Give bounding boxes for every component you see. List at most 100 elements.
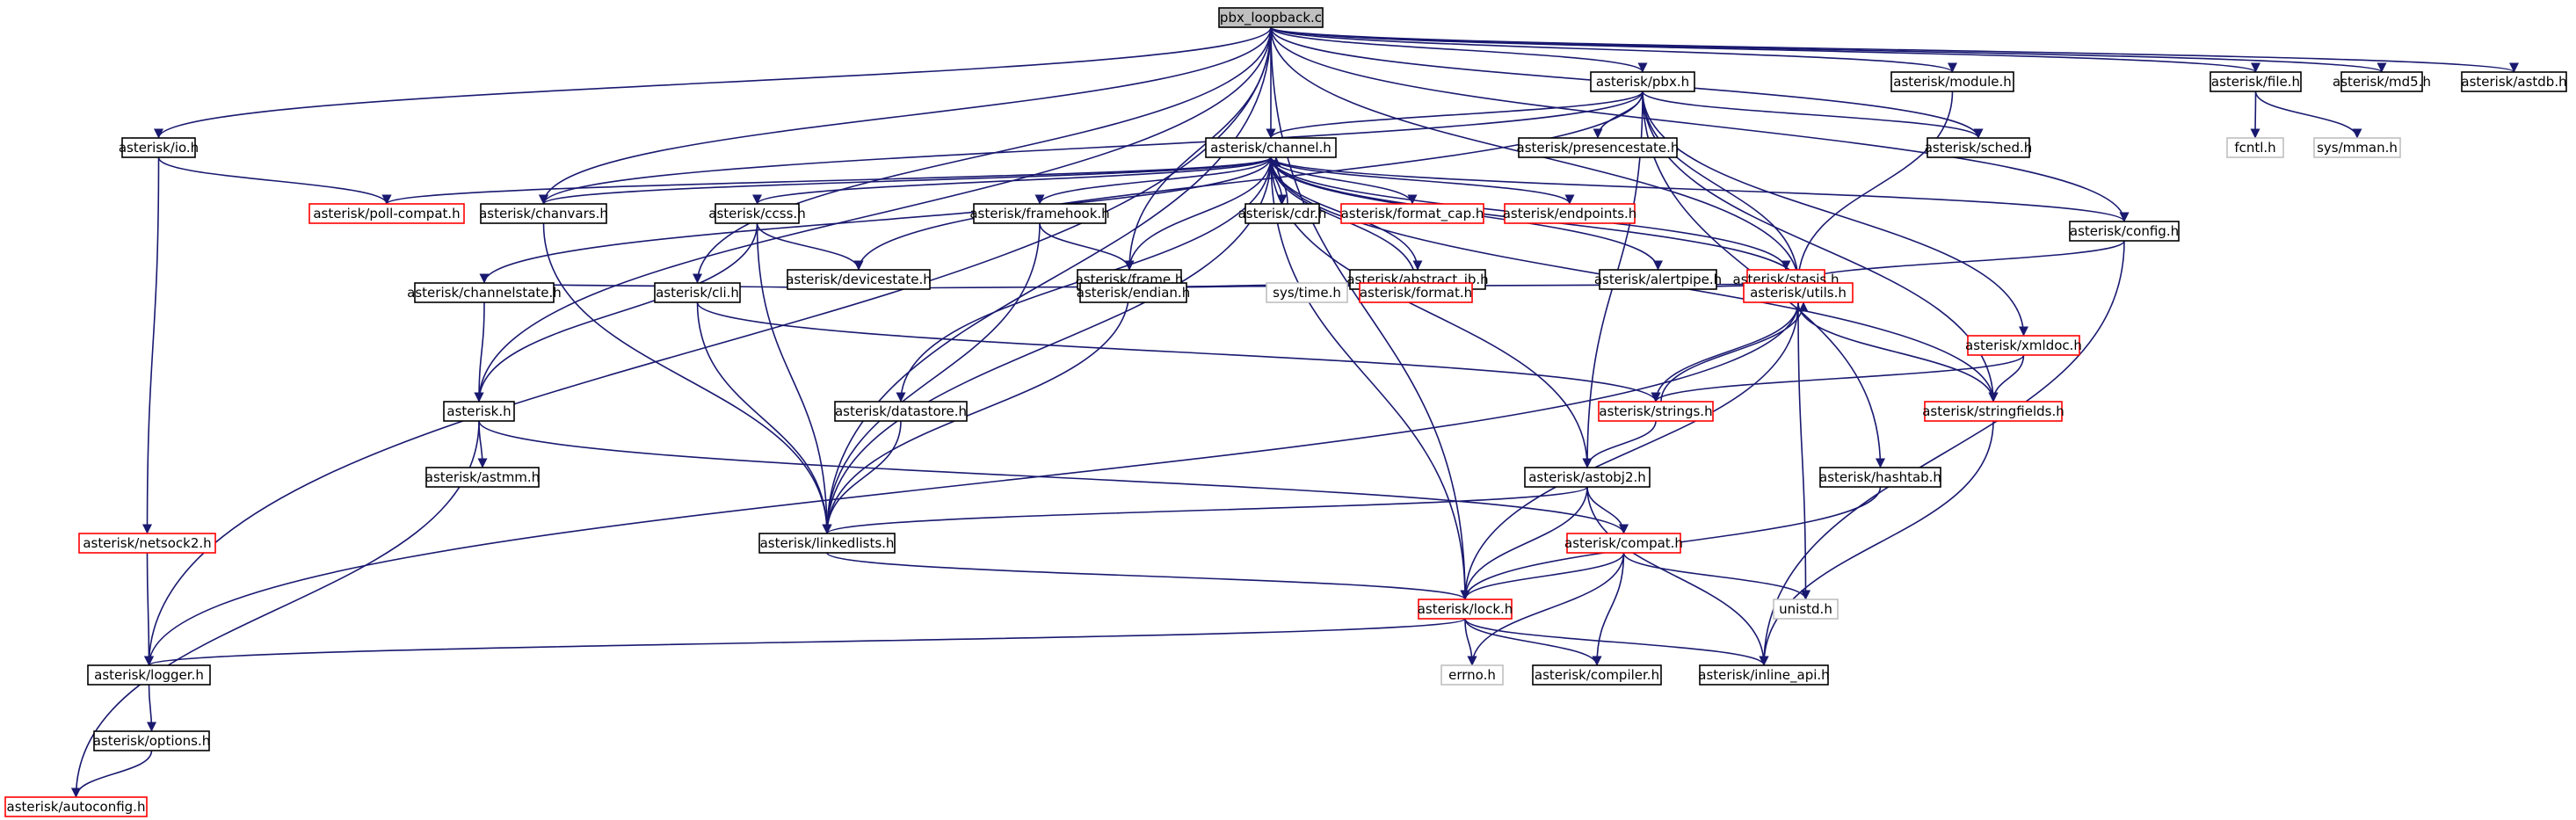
edge-astobj2-to-lock xyxy=(1460,486,1588,600)
node-datastore[interactable]: asterisk/datastore.h xyxy=(834,401,968,422)
node-netsock2[interactable]: asterisk/netsock2.h xyxy=(78,533,216,554)
node-label: asterisk/md5.h xyxy=(2333,74,2431,90)
edge-compat-to-errno xyxy=(1467,552,1625,666)
node-label: fcntl.h xyxy=(2234,140,2275,156)
edge-file-to-sysmman xyxy=(2254,91,2362,139)
edge-pbx_loopback-to-cli xyxy=(692,26,1272,284)
node-channel[interactable]: asterisk/channel.h xyxy=(1205,137,1337,158)
node-box xyxy=(1244,203,1320,224)
node-box xyxy=(425,467,540,488)
edge-pbx_loopback-to-chanvars xyxy=(538,26,1272,205)
node-asteriskh[interactable]: asterisk.h xyxy=(443,401,515,422)
node-format[interactable]: asterisk/format.h xyxy=(1359,282,1473,303)
node-label: asterisk/devicestate.h xyxy=(786,272,932,287)
node-md5[interactable]: asterisk/md5.h xyxy=(2333,71,2431,92)
node-astdb[interactable]: asterisk/astdb.h xyxy=(2461,71,2567,92)
edge-config-to-utils xyxy=(1793,240,2125,284)
node-cdr[interactable]: asterisk/cdr.h xyxy=(1238,203,1327,224)
node-logger[interactable]: asterisk/logger.h xyxy=(87,664,211,686)
node-stringfields[interactable]: asterisk/stringfields.h xyxy=(1922,401,2064,422)
node-sched[interactable]: asterisk/sched.h xyxy=(1925,137,2033,158)
edge-channel-to-endpoints xyxy=(1270,156,1575,205)
node-hashtab[interactable]: asterisk/hashtab.h xyxy=(1819,467,1941,488)
node-label: asterisk/alertpipe.h xyxy=(1594,272,1722,287)
edge-compat-to-lock xyxy=(1460,552,1625,600)
node-systime[interactable]: sys/time.h xyxy=(1266,282,1348,303)
node-xmldoc[interactable]: asterisk/xmldoc.h xyxy=(1965,335,2082,356)
edge-channel-to-lock xyxy=(1270,156,1470,600)
node-label: asterisk/linkedlists.h xyxy=(760,535,895,551)
node-compat[interactable]: asterisk/compat.h xyxy=(1564,533,1683,554)
node-file[interactable]: asterisk/file.h xyxy=(2210,71,2302,92)
node-chanvars[interactable]: asterisk/chanvars.h xyxy=(479,203,608,224)
node-label: asterisk.h xyxy=(446,403,511,419)
node-autoconfig[interactable]: asterisk/autoconfig.h xyxy=(4,796,148,817)
node-box xyxy=(443,401,515,422)
edge-cli-to-linkedlists xyxy=(696,301,832,534)
node-astmm[interactable]: asterisk/astmm.h xyxy=(425,467,540,488)
node-label: asterisk/strings.h xyxy=(1599,403,1712,419)
edge-compat-to-unistd xyxy=(1622,552,1811,600)
edge-channel-to-frame xyxy=(1124,156,1272,271)
node-box xyxy=(1599,269,1717,290)
edge-pbx_loopback-to-logger xyxy=(143,26,1272,666)
edge-asteriskh-to-autoconfig xyxy=(70,420,480,798)
edge-asteriskh-to-astmm xyxy=(477,420,488,468)
edge-pbx_loopback-to-lock xyxy=(1270,26,1470,600)
node-pbx_loopback[interactable]: pbx_loopback.c xyxy=(1218,7,1324,28)
node-label: asterisk/astdb.h xyxy=(2461,74,2566,90)
node-endpoints[interactable]: asterisk/endpoints.h xyxy=(1503,203,1637,224)
node-label: asterisk/lock.h xyxy=(1418,601,1513,617)
node-pollcompat[interactable]: asterisk/poll-compat.h xyxy=(308,203,465,224)
node-pbx[interactable]: asterisk/pbx.h xyxy=(1590,71,1695,92)
node-box xyxy=(480,203,607,224)
node-cli[interactable]: asterisk/cli.h xyxy=(654,282,741,303)
node-label: asterisk/io.h xyxy=(119,140,199,156)
edge-io-to-netsock2 xyxy=(141,156,160,534)
node-fcntl[interactable]: fcntl.h xyxy=(2226,137,2284,158)
node-box xyxy=(1266,282,1348,303)
node-io[interactable]: asterisk/io.h xyxy=(119,137,199,158)
node-utils[interactable]: asterisk/utils.h xyxy=(1743,282,1854,303)
edge-astobj2-to-inlineapi xyxy=(1586,486,1769,666)
node-config[interactable]: asterisk/config.h xyxy=(2069,221,2180,242)
node-box xyxy=(414,282,555,303)
node-devicestate[interactable]: asterisk/devicestate.h xyxy=(786,269,932,290)
edge-lock-to-errno xyxy=(1464,618,1477,666)
edge-linkedlists-to-lock xyxy=(826,552,1470,600)
edge-pbx-to-sched xyxy=(1642,91,1984,139)
node-label: asterisk/presencestate.h xyxy=(1517,140,1680,156)
node-inlineapi[interactable]: asterisk/inline_api.h xyxy=(1698,664,1830,686)
node-box xyxy=(1532,664,1662,686)
node-box xyxy=(1598,401,1714,422)
node-box xyxy=(654,282,741,303)
edge-asteriskh-to-compat xyxy=(478,420,1629,534)
node-strings[interactable]: asterisk/strings.h xyxy=(1598,401,1714,422)
node-presencestate[interactable]: asterisk/presencestate.h xyxy=(1517,137,1680,158)
node-astobj2[interactable]: asterisk/astobj2.h xyxy=(1524,467,1651,488)
node-unistd[interactable]: unistd.h xyxy=(1773,599,1839,620)
node-framehook[interactable]: asterisk/framehook.h xyxy=(969,203,1110,224)
node-module[interactable]: asterisk/module.h xyxy=(1890,71,2014,92)
node-sysmman[interactable]: sys/mman.h xyxy=(2313,137,2401,158)
node-options[interactable]: asterisk/options.h xyxy=(93,730,211,751)
node-errno[interactable]: errno.h xyxy=(1440,664,1504,686)
node-linkedlists[interactable]: asterisk/linkedlists.h xyxy=(758,533,896,554)
edge-pbx_loopback-to-asteriskh xyxy=(474,26,1272,403)
node-box xyxy=(1504,203,1636,224)
node-ccss[interactable]: asterisk/ccss.h xyxy=(708,203,806,224)
edge-channel-to-chanvars xyxy=(539,156,1272,205)
node-lock[interactable]: asterisk/lock.h xyxy=(1418,599,1513,620)
node-label: sys/mman.h xyxy=(2317,140,2398,156)
edge-channel-to-pollcompat xyxy=(381,156,1272,205)
node-endian[interactable]: asterisk/endian.h xyxy=(1077,282,1190,303)
node-alertpipe[interactable]: asterisk/alertpipe.h xyxy=(1594,269,1722,290)
edge-channel-to-framehook xyxy=(1034,156,1272,205)
node-label: asterisk/ccss.h xyxy=(708,206,805,221)
node-compiler[interactable]: asterisk/compiler.h xyxy=(1532,664,1662,686)
node-label: asterisk/logger.h xyxy=(94,667,204,683)
node-label: asterisk/xmldoc.h xyxy=(1965,337,2082,353)
node-channelstate[interactable]: asterisk/channelstate.h xyxy=(407,282,562,303)
node-formatcap[interactable]: asterisk/format_cap.h xyxy=(1340,203,1484,224)
node-label: asterisk/hashtab.h xyxy=(1819,469,1941,485)
